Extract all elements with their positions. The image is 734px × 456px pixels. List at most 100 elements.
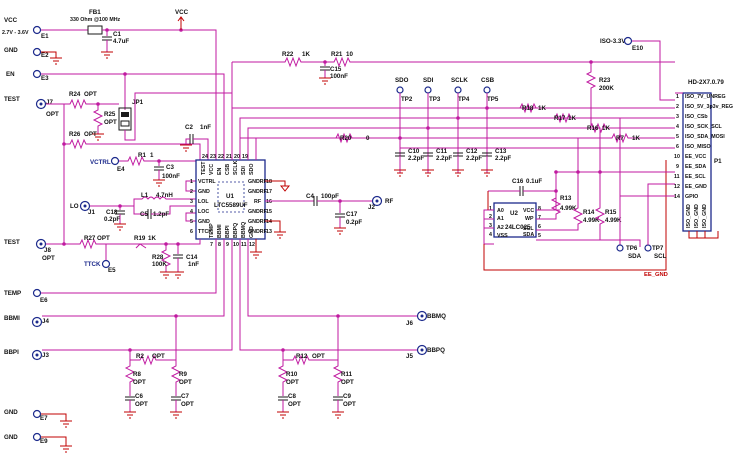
r17-ref: R17 [554, 115, 566, 122]
c7-ref: C7 [181, 393, 189, 400]
tp3-label: TP3 [429, 96, 441, 103]
gnd-label-e2-net: GND [4, 47, 18, 54]
u1-body-icon [195, 159, 266, 240]
tp6-testpoint-icon[interactable] [616, 244, 624, 252]
u1-pin22-name: EN [217, 167, 223, 175]
net-label-en: EN [6, 71, 15, 78]
u1-pin14-name: GNDRF [248, 219, 268, 225]
net-label-bbpi: BBPI [4, 349, 19, 356]
u1-pin7-name: TEMP [209, 223, 215, 238]
c14-ref: C14 [186, 254, 198, 261]
tp2-testpoint-icon[interactable] [396, 86, 404, 94]
u1-pin4-num: 4 [190, 209, 193, 215]
tp3-testpoint-icon[interactable] [424, 86, 432, 94]
u1-pin3-num: 3 [190, 199, 193, 205]
u1-pin8-num: 8 [218, 242, 221, 248]
p1-ref: P1 [714, 158, 722, 165]
u1-top-pins: 24 TEST 23 VCC 22 EN 21 CSB 20 SCLK 19 S… [201, 154, 255, 175]
p1-pin6-num: 6 [676, 144, 679, 150]
p1-iso-gnd-3: ISO_GND [702, 204, 708, 228]
u1-pin23-name: VCC [209, 164, 215, 175]
p1-pin4-name: ISO_SCK_SCL [685, 124, 723, 130]
r21-value: 10 [346, 51, 353, 58]
u2-part: 24LC025 [505, 224, 531, 231]
r19-ref: R19 [134, 235, 146, 242]
u1-right-pins: GNDRF 18 GNDRF 17 RF 16 GNDRF 15 GNDRF 1… [248, 179, 272, 235]
net-label-lo: LO [70, 203, 79, 210]
u1-pin13-num: 13 [266, 229, 272, 235]
net-label-sdi: SDI [423, 77, 434, 84]
vcc-input-section: VCC 2.7V - 3.6V E1 FB1 330 Ohm @100 MHz … [2, 9, 217, 160]
c10-ref: C10 [408, 148, 420, 155]
gnd-terminals: GND E7 GND E9 [4, 409, 72, 453]
u1-left-pins: 1 VCTRL 2 GND 3 LOL 4 LOC 5 GND 6 TTCK [190, 179, 216, 235]
e7-terminal-icon[interactable] [32, 409, 42, 419]
u2-pin7-num: 7 [538, 215, 541, 221]
jp1-label: JP1 [132, 99, 144, 106]
r18-ref: R18 [522, 105, 534, 112]
p1-pin9-name: EE_SDA [685, 164, 706, 170]
e9-label: E9 [40, 438, 48, 445]
e5-label: E5 [108, 267, 116, 274]
r14-ref: R14 [583, 209, 595, 216]
rf-output-section: C4 100pF C17 0.2pF J2 RF [265, 193, 393, 239]
tp7-testpoint-icon[interactable] [644, 244, 652, 252]
r11-ref: R11 [341, 371, 353, 378]
c15-value: 100nF [330, 73, 348, 80]
j6-label: J6 [406, 320, 413, 327]
r23-value: 200K [599, 85, 614, 92]
fb1-ref: FB1 [89, 9, 101, 16]
e9-terminal-icon[interactable] [32, 432, 42, 442]
net-label-test-bottom: TEST [4, 239, 20, 246]
e3-terminal-icon[interactable] [32, 69, 42, 79]
r18-value: 1K [538, 105, 546, 112]
c15-ref: C15 [330, 66, 342, 73]
e2-terminal-icon[interactable] [32, 47, 42, 57]
u1-pin1-name: VCTRL [198, 179, 216, 185]
tp4-testpoint-icon[interactable] [454, 86, 462, 94]
c3-ref: C3 [166, 164, 174, 171]
u1-pin9-num: 9 [226, 242, 229, 248]
tp2-label: TP2 [401, 96, 413, 103]
u2-pin5-name: SDA [523, 232, 534, 238]
e6-terminal-icon[interactable] [32, 288, 42, 298]
tp5-label: TP5 [487, 96, 499, 103]
u1-pin4-name: LOC [198, 209, 209, 215]
u2-pin6-num: 6 [538, 224, 541, 230]
c16-value: 0.1uF [526, 178, 542, 185]
u2-pin4-num: 4 [489, 232, 492, 238]
tp5-testpoint-icon[interactable] [483, 86, 491, 94]
u2-pin7-name: WP [525, 216, 534, 222]
u1-pin-sdo-name: SDO [249, 164, 255, 175]
e5-terminal-icon[interactable] [101, 259, 111, 269]
ferrite-bead-icon [87, 25, 103, 35]
e1-terminal-icon[interactable] [32, 25, 42, 35]
p1-iso-gnd-2: ISO_GND [694, 204, 700, 228]
r16-value: 1K [602, 125, 610, 132]
u1-pin17-num: 17 [266, 189, 272, 195]
c18-value: 0.2pF [104, 216, 120, 223]
r9-ref: R9 [179, 371, 187, 378]
e10-terminal-icon[interactable] [623, 36, 633, 46]
r23-ref: R23 [599, 77, 611, 84]
u1-pin16-name: RF [254, 199, 262, 205]
r15-ref: R15 [605, 209, 617, 216]
e4-terminal-icon[interactable] [110, 156, 120, 166]
j4-label: J4 [42, 318, 49, 325]
u2-pin5-num: 5 [538, 233, 541, 239]
jp1-jumper-icon[interactable] [118, 107, 132, 131]
c17-value: 0.2pF [346, 219, 362, 226]
c8-ref: C8 [288, 393, 296, 400]
j5-label: J5 [406, 353, 413, 360]
u1-pin19-name: SDI [241, 166, 247, 175]
r13-ref: R13 [560, 195, 572, 202]
u1-part: LTC5589UF [214, 202, 248, 209]
p1-pin2-name: ISO_5V_3p3v_REG [685, 104, 733, 110]
r14-value: 4.99K [583, 217, 600, 224]
gnd-label-e7-net: GND [4, 409, 18, 416]
r12-ref: R12 [296, 353, 308, 360]
c2-value: 1nF [200, 124, 211, 131]
r16-ref: R16 [587, 125, 599, 132]
r21-ref: R21 [331, 51, 343, 58]
r20-value: 0 [366, 135, 370, 142]
